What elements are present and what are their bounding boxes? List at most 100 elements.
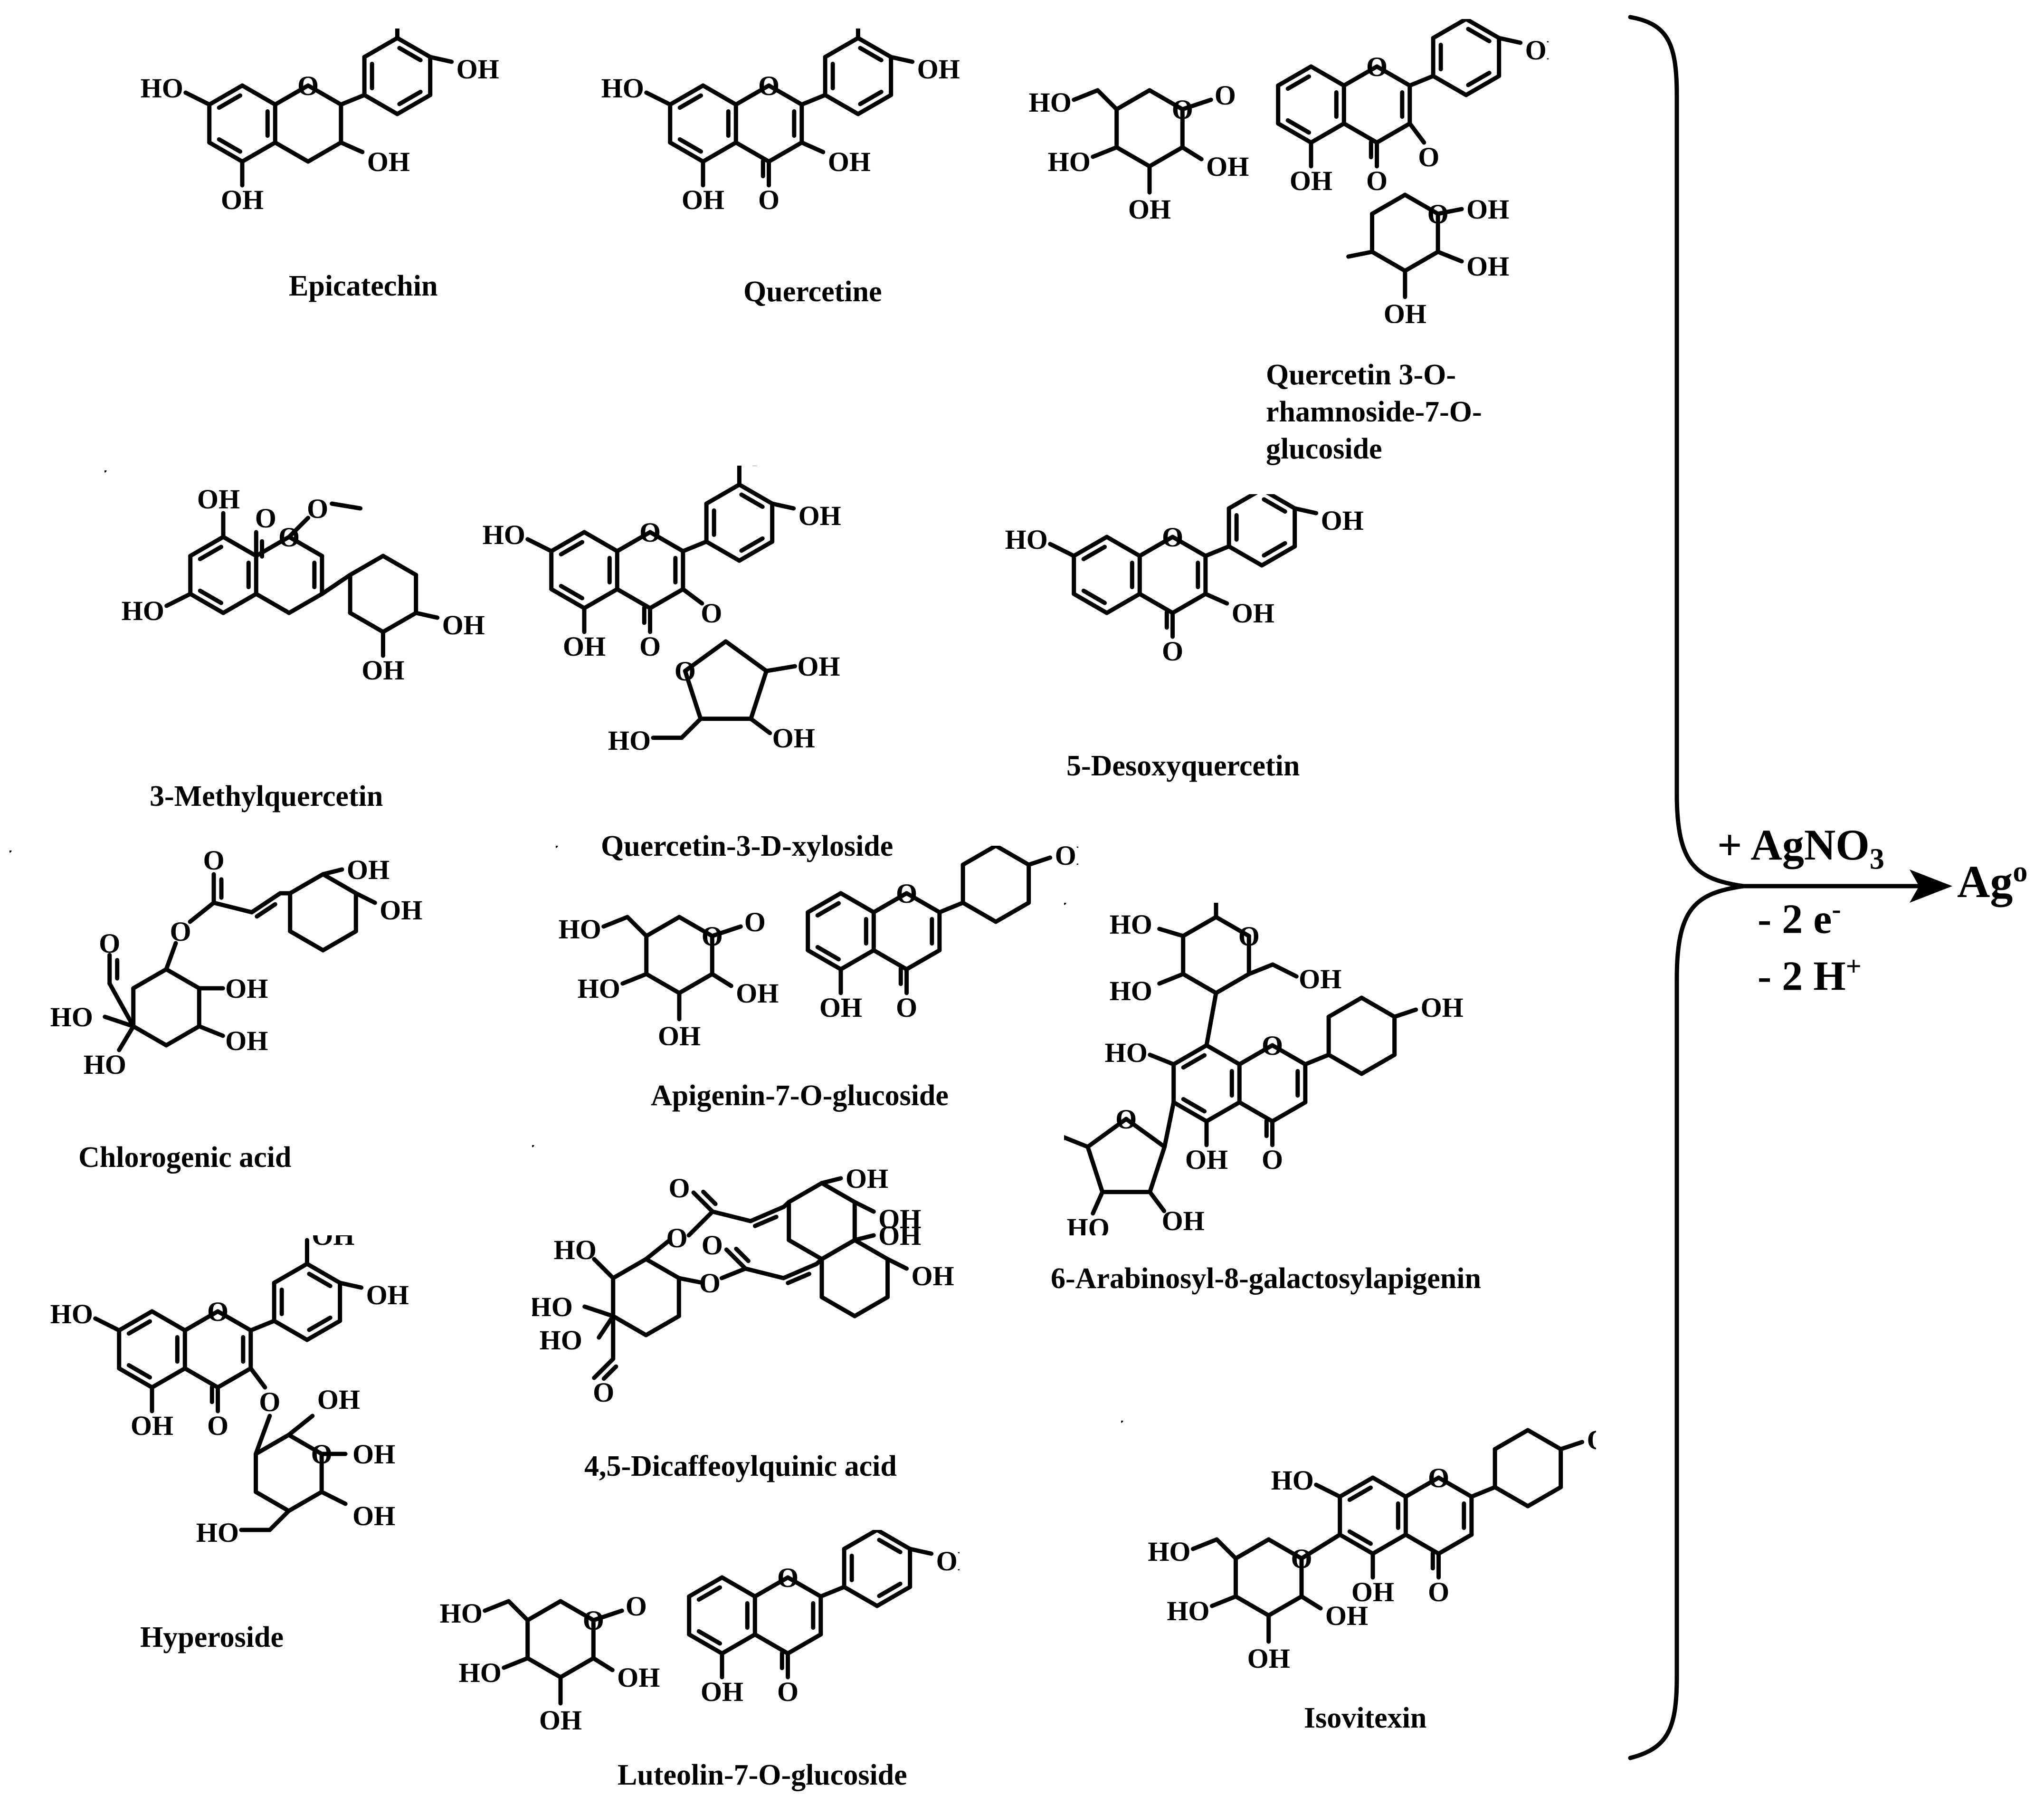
- atom-label-2: OH: [1185, 1144, 1228, 1175]
- bond-19: [397, 46, 423, 63]
- bond-21: [1341, 64, 1379, 88]
- label-isovitexin: Isovitexin: [1304, 1702, 1427, 1734]
- atom-label-2: OH: [1351, 1576, 1394, 1607]
- bond-39: [1299, 1532, 1342, 1561]
- bond-35: [1464, 74, 1502, 97]
- bond-20: [248, 1318, 276, 1333]
- bond-0: [1147, 88, 1185, 112]
- atom-label-5: O: [1215, 80, 1236, 111]
- bond-3: [150, 1366, 187, 1390]
- bond-7: [1072, 535, 1109, 558]
- bond-32: [1214, 972, 1251, 995]
- bond-12: [255, 902, 277, 919]
- atom-label-11: OH: [1162, 1205, 1205, 1235]
- bond-15: [720, 1632, 757, 1656]
- atom-label-1: HO: [483, 519, 525, 550]
- bond-50: [1064, 1135, 1090, 1149]
- atom-label-2: OH: [197, 484, 240, 515]
- atom-label-3: O: [593, 1377, 614, 1408]
- atom-label-4: O: [307, 493, 328, 524]
- atom-label-0: O: [1162, 522, 1183, 553]
- bond-35: [254, 1490, 291, 1513]
- atom-label-14: OH: [1466, 251, 1509, 282]
- bond-26: [197, 1024, 225, 1038]
- atom-label-4: OH: [1421, 992, 1464, 1023]
- bond-4: [1338, 1532, 1375, 1556]
- label-hyperoside: Hyperoside: [140, 1621, 284, 1653]
- bond-22: [307, 1271, 333, 1289]
- atom-label-9: OH: [1055, 846, 1078, 871]
- bond-42: [852, 1295, 890, 1318]
- atom-label-6: O: [777, 1562, 799, 1593]
- bond-10: [601, 915, 630, 929]
- bond-5: [1181, 1097, 1207, 1114]
- bond-29: [823, 36, 860, 59]
- atom-label-2: OH: [221, 184, 264, 215]
- structure-isovitexin-drawing: OHOOHOOHOHOOHOHHO: [1121, 1421, 1596, 1674]
- bond-5: [1114, 88, 1152, 112]
- bond-0: [1370, 1475, 1408, 1499]
- bond-31: [770, 501, 796, 511]
- product-superscript: o: [2013, 856, 2028, 888]
- bond-0: [164, 967, 201, 991]
- atom-label-0: HO: [554, 1234, 597, 1265]
- bond-40: [1431, 19, 1468, 40]
- bond-31: [875, 1530, 913, 1551]
- bond-13: [1270, 1100, 1308, 1124]
- bond-4: [207, 140, 245, 164]
- bond-19: [1276, 64, 1313, 88]
- atom-label-7: OH: [1247, 1643, 1290, 1674]
- bond-5: [1347, 1529, 1373, 1546]
- atom-label-0: O: [170, 916, 191, 947]
- bond-29: [1559, 1440, 1585, 1452]
- bond-24: [304, 1318, 342, 1342]
- atom-label-0: O: [1428, 1462, 1449, 1493]
- bond-9: [625, 915, 649, 938]
- bond-30: [348, 554, 385, 577]
- bond-3: [611, 1314, 648, 1337]
- atom-label-5: OH: [1321, 505, 1364, 536]
- bond-19: [248, 1366, 267, 1390]
- atom-label-3: O: [1428, 1576, 1449, 1607]
- bond-2: [677, 972, 714, 995]
- atom-label-0: O: [758, 70, 780, 101]
- bond-7: [668, 83, 705, 107]
- bond-41: [908, 1547, 934, 1556]
- bond-30: [1293, 506, 1319, 516]
- bond-8: [126, 1319, 152, 1336]
- product-label: Ago: [1957, 855, 2027, 908]
- atom-label-1: O: [203, 850, 224, 876]
- label-q3r7g: Quercetin 3-O-rhamnoside-7-O-glucoside: [1266, 359, 1482, 465]
- atom-label-6: HO: [1110, 909, 1152, 940]
- atom-label-5: O: [744, 907, 766, 937]
- bond-34: [875, 1585, 913, 1608]
- bond-25: [1326, 1052, 1364, 1076]
- bond-9: [1137, 535, 1175, 558]
- atom-label-9: OH: [772, 723, 815, 754]
- bond-20: [330, 501, 363, 511]
- structure-arabinosyl: OHOOHOOHOHOHOOHOHOOHHOHO: [1064, 903, 1539, 1235]
- bond-21: [320, 573, 352, 596]
- bond-29: [819, 1176, 843, 1185]
- structure-luteolin7g-drawing: OHOOHOHHOOOOHOOHOH: [440, 1530, 960, 1729]
- bond-31: [889, 55, 915, 64]
- reagent-prefix: +: [1717, 821, 1742, 869]
- atom-label-1: HO: [1105, 1037, 1148, 1068]
- bond-21: [856, 36, 894, 59]
- bond-10: [592, 1357, 616, 1380]
- bond-32: [723, 639, 769, 673]
- bond-24: [737, 539, 775, 563]
- bond-22: [1375, 64, 1412, 88]
- bond-31: [676, 1276, 705, 1285]
- atom-label-10: OH: [936, 1546, 960, 1576]
- bond-18: [395, 36, 433, 59]
- atom-label-9: OH: [352, 1439, 395, 1470]
- bond-4: [117, 1366, 154, 1390]
- atom-label-1: HO: [578, 973, 620, 1004]
- atom-label-2: HO: [540, 1325, 582, 1356]
- bond-4: [1171, 1100, 1209, 1124]
- bond-14: [254, 592, 292, 615]
- bond-0: [150, 1309, 187, 1333]
